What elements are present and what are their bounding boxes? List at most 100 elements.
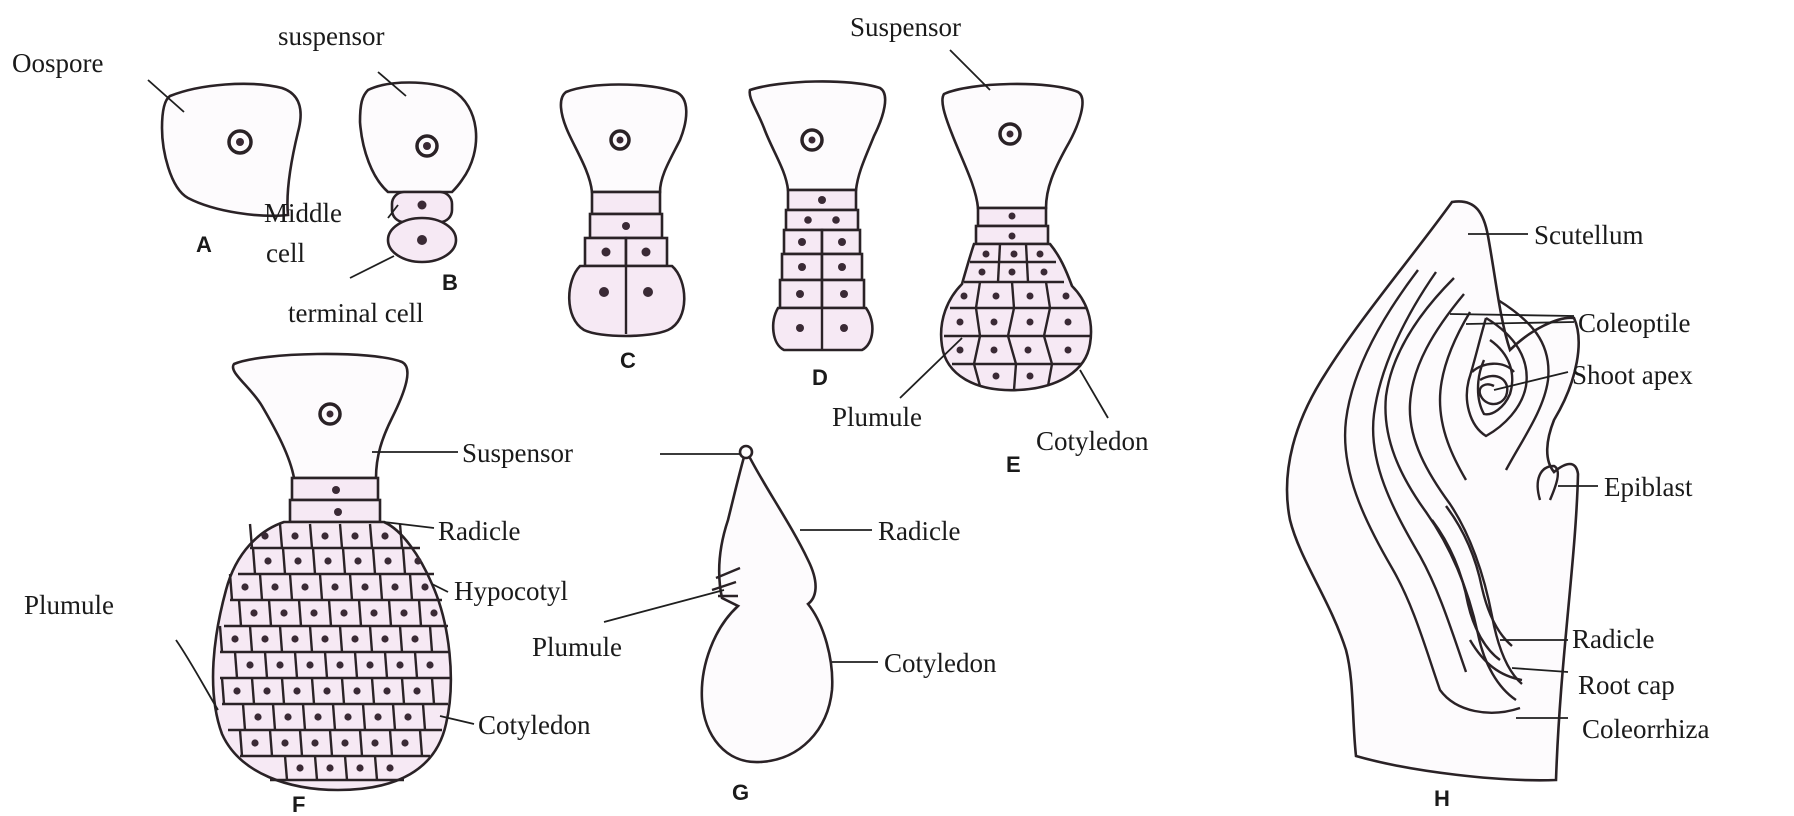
cell-nucleus bbox=[430, 609, 437, 616]
cell-nucleus bbox=[291, 532, 298, 539]
suspensor-nucleolus-f bbox=[327, 411, 334, 418]
cell-nucleus bbox=[351, 635, 358, 642]
d-nuc-a bbox=[804, 216, 812, 224]
cell-nucleus bbox=[356, 764, 363, 771]
suspensor-cell-e bbox=[942, 84, 1082, 208]
terminal-nucleus-b bbox=[417, 235, 427, 245]
cell-nucleus bbox=[353, 687, 360, 694]
label-epiblast-h: Epiblast bbox=[1604, 472, 1693, 502]
cell-nucleus bbox=[340, 609, 347, 616]
label-shoot-apex-h: Shoot apex bbox=[1572, 360, 1693, 390]
cell-nucleus bbox=[284, 713, 291, 720]
gn bbox=[796, 324, 804, 332]
en bbox=[1041, 269, 1048, 276]
cell-nucleus bbox=[341, 739, 348, 746]
label-plumule-g: Plumule bbox=[532, 632, 622, 662]
cell-nucleus bbox=[400, 609, 407, 616]
cell-nucleus bbox=[381, 635, 388, 642]
label-plumule-f: Plumule bbox=[24, 590, 114, 620]
cell-nucleus bbox=[233, 687, 240, 694]
cell-nucleus bbox=[396, 661, 403, 668]
figure-d: D bbox=[750, 81, 885, 390]
cell-nucleus bbox=[366, 661, 373, 668]
suspensor-leader-e bbox=[950, 50, 990, 90]
oospore-nucleolus bbox=[236, 138, 244, 146]
cell-nucleus bbox=[361, 583, 368, 590]
figure-a: Oospore A bbox=[12, 48, 301, 257]
label-plumule-e: Plumule bbox=[832, 402, 922, 432]
label-terminal-cell-b: terminal cell bbox=[288, 298, 424, 328]
figure-letter-d: D bbox=[812, 365, 828, 390]
f-nuc-1 bbox=[334, 508, 342, 516]
cell-nucleus bbox=[321, 532, 328, 539]
d-nuc-b bbox=[832, 216, 840, 224]
band-2-d bbox=[786, 210, 858, 230]
cell-nucleus bbox=[354, 557, 361, 564]
label-oospore: Oospore bbox=[12, 48, 103, 78]
en bbox=[1027, 319, 1034, 326]
cell-nucleus bbox=[254, 713, 261, 720]
cell-nucleus bbox=[250, 609, 257, 616]
cotyledon-leader-e bbox=[1080, 370, 1108, 418]
suspensor-remnant-g bbox=[740, 446, 752, 458]
suspensor-nucleolus-e bbox=[1007, 131, 1014, 138]
en bbox=[991, 347, 998, 354]
gn bbox=[838, 238, 846, 246]
cell-nucleus bbox=[374, 713, 381, 720]
cell-nucleus bbox=[391, 583, 398, 590]
cell-nucleus bbox=[404, 713, 411, 720]
t-nuc-1 bbox=[599, 287, 609, 297]
en bbox=[1025, 347, 1032, 354]
cell-nucleus bbox=[401, 739, 408, 746]
en bbox=[991, 319, 998, 326]
en bbox=[1065, 319, 1072, 326]
label-coleoptile-h: Coleoptile bbox=[1578, 308, 1690, 338]
cell-nucleus bbox=[314, 713, 321, 720]
figure-e: Suspensor Plumule Cotyledon E bbox=[832, 12, 1149, 477]
e-nuc-0 bbox=[1009, 213, 1016, 220]
en bbox=[957, 319, 964, 326]
terminal-leader-b bbox=[350, 256, 394, 278]
figure-letter-b: B bbox=[442, 270, 458, 295]
gn bbox=[798, 263, 806, 271]
cell-nucleus bbox=[381, 532, 388, 539]
cell-nucleus bbox=[414, 557, 421, 564]
label-cotyledon-g: Cotyledon bbox=[884, 648, 997, 678]
cell-nucleus bbox=[271, 583, 278, 590]
label-suspensor-e: Suspensor bbox=[850, 12, 961, 42]
suspensor-nucleolus-c bbox=[617, 137, 624, 144]
cell-nucleus bbox=[323, 687, 330, 694]
label-middle-b: Middle bbox=[264, 198, 342, 228]
cell-nucleus bbox=[331, 583, 338, 590]
figure-g: Radicle Plumule Cotyledon G bbox=[532, 446, 997, 805]
q-nuc-2 bbox=[642, 248, 651, 257]
f-nuc-0 bbox=[332, 486, 340, 494]
cell-nucleus bbox=[421, 583, 428, 590]
cell-nucleus bbox=[336, 661, 343, 668]
figure-letter-g: G bbox=[732, 780, 749, 805]
d-nuc-0 bbox=[818, 196, 826, 204]
label-suspensor-f: Suspensor bbox=[462, 438, 573, 468]
cell-nucleus bbox=[261, 532, 268, 539]
cell-nucleus bbox=[293, 687, 300, 694]
cell-nucleus bbox=[296, 764, 303, 771]
suspensor-cell-b bbox=[360, 83, 476, 193]
cell-nucleus bbox=[383, 687, 390, 694]
en bbox=[993, 293, 1000, 300]
en bbox=[1065, 347, 1072, 354]
cell-nucleus bbox=[263, 687, 270, 694]
scutellum-outline-h bbox=[1287, 201, 1579, 780]
suspensor-nucleolus-d bbox=[809, 137, 816, 144]
cell-nucleus bbox=[294, 557, 301, 564]
en bbox=[961, 293, 968, 300]
cell-nucleus bbox=[264, 557, 271, 564]
cell-nucleus bbox=[411, 635, 418, 642]
figure-h: Scutellum Coleoptile Shoot apex Epiblast… bbox=[1287, 201, 1709, 811]
label-cotyledon-e: Cotyledon bbox=[1036, 426, 1149, 456]
label-hypocotyl-f: Hypocotyl bbox=[454, 576, 568, 606]
cell-nucleus bbox=[281, 739, 288, 746]
gn bbox=[796, 290, 804, 298]
band-nuc-c bbox=[622, 222, 630, 230]
suspensor-cell-c bbox=[561, 85, 686, 193]
